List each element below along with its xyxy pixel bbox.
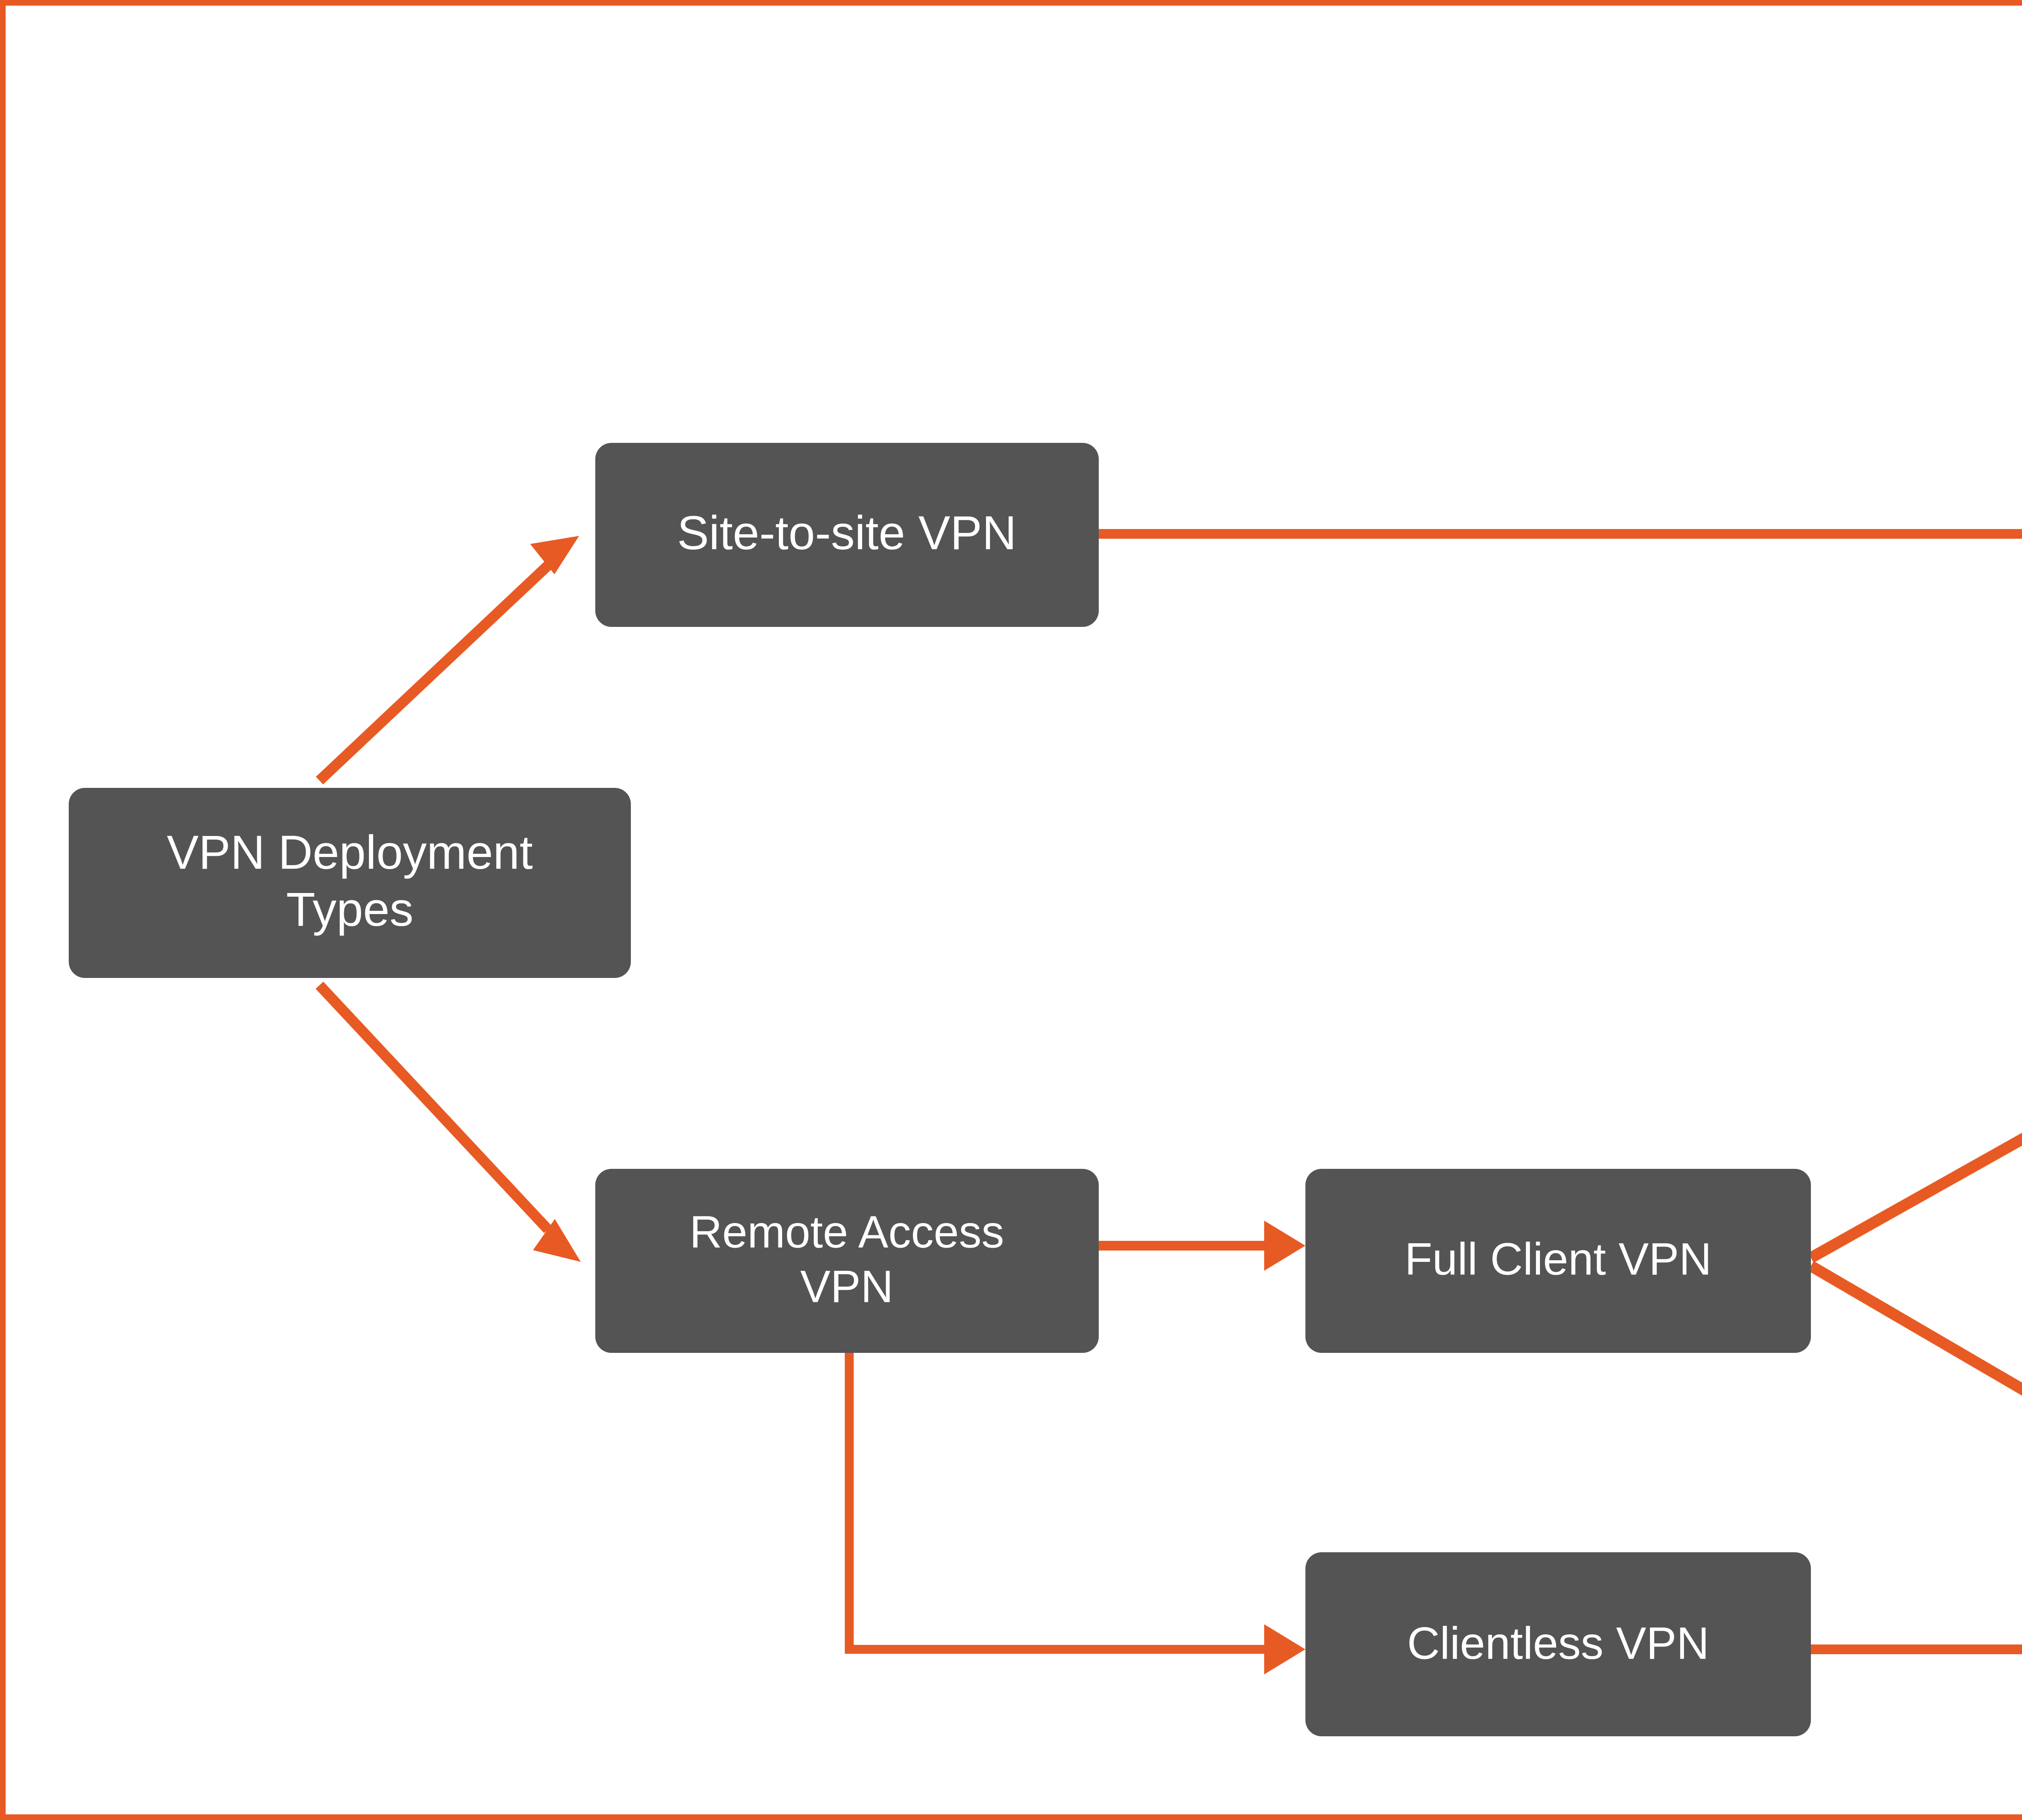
node-site-to-site-vpn[interactable]: Site-to-site VPN [595,443,1099,627]
node-remote-access-vpn-label-line1: Remote Access [690,1207,1004,1257]
node-root[interactable]: VPN Deployment Types [69,788,631,978]
connector-root-to-site2site [316,536,579,785]
connector-fullclient-to-ipsec [1808,1132,2022,1263]
connector-fullclient-to-tls [1808,1261,2022,1396]
node-root-label-line2: Types [286,883,414,936]
node-layer: VPN Deployment Types Site-to-site VPN IP… [69,443,1811,1736]
node-site-to-site-vpn-label: Site-to-site VPN [677,506,1016,560]
node-remote-access-vpn-label-line2: VPN [800,1261,893,1312]
connector-remote-to-clientless [845,1353,1305,1674]
node-clientless-vpn-label: Clientless VPN [1407,1618,1709,1669]
node-full-client-vpn-label: Full Client VPN [1404,1234,1711,1285]
node-root-label-line1: VPN Deployment [167,826,533,879]
node-remote-access-vpn[interactable]: Remote Access VPN [595,1169,1099,1353]
connector-layer [315,529,2022,1674]
connector-remote-to-fullclient [1099,1221,1305,1271]
node-full-client-vpn[interactable]: Full Client VPN [1305,1169,1811,1353]
node-clientless-vpn[interactable]: Clientless VPN [1305,1552,1811,1736]
connector-site2site-to-ipsec [1099,529,2022,539]
connector-root-to-remote [315,982,581,1262]
connector-clientless-to-tls [1811,1644,2022,1654]
